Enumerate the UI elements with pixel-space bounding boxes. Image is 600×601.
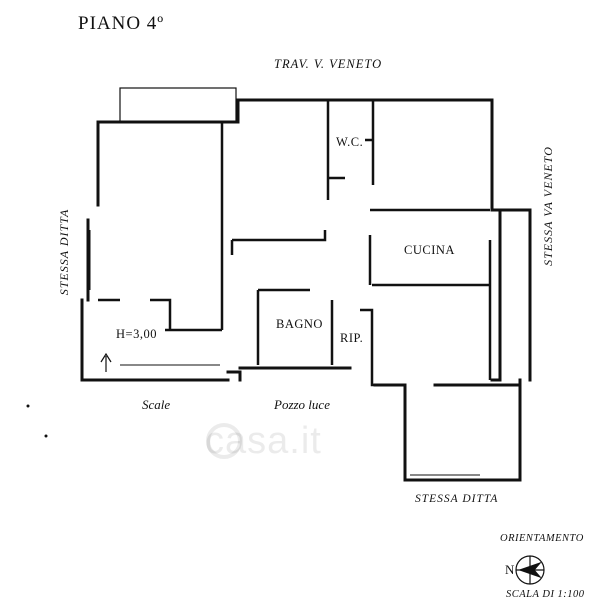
wall-bottom-left <box>80 366 352 382</box>
wall-top <box>96 98 494 212</box>
street-label-top: TRAV. V. VENETO <box>274 57 383 71</box>
wall-living-south <box>98 298 222 332</box>
entry-arrow <box>100 352 112 372</box>
wall-right-block <box>498 208 532 382</box>
side-label-bottom-right: STESSA DITTA <box>415 493 499 505</box>
scale-text: SCALA DI 1:100 <box>506 589 585 600</box>
side-label-right: STESSA VA VENETO <box>541 146 555 266</box>
room-wc: W.C. <box>336 135 364 149</box>
wall-wc-west <box>326 100 345 200</box>
ceiling-height: H=3,00 <box>116 327 157 341</box>
wall-bagno <box>256 288 334 365</box>
room-cucina: CUCINA <box>404 243 455 257</box>
room-rip: RIP. <box>340 331 364 345</box>
watermark-logo-icon <box>206 423 242 459</box>
dot-mark <box>44 434 48 438</box>
compass-heading: ORIENTAMENTO <box>500 533 584 544</box>
label-scale: Scale <box>142 397 171 412</box>
side-label-left: STESSA DITTA <box>57 208 71 296</box>
floor-title: PIANO 4º <box>78 13 165 34</box>
wall-rip <box>360 308 405 387</box>
label-pozzo-luce: Pozzo luce <box>274 397 330 412</box>
compass-north-letter: N <box>505 562 515 577</box>
wall-right-upper <box>490 208 502 382</box>
wall-mid-h <box>230 230 327 255</box>
dot-mark <box>26 404 30 408</box>
balcony-top <box>119 87 237 123</box>
compass-icon <box>515 555 545 585</box>
room-bagno: BAGNO <box>276 317 323 331</box>
wall-wc-east <box>365 100 375 185</box>
wall-left <box>80 123 100 382</box>
watermark: casa.it <box>205 420 322 462</box>
wall-lower-wing <box>403 378 522 482</box>
